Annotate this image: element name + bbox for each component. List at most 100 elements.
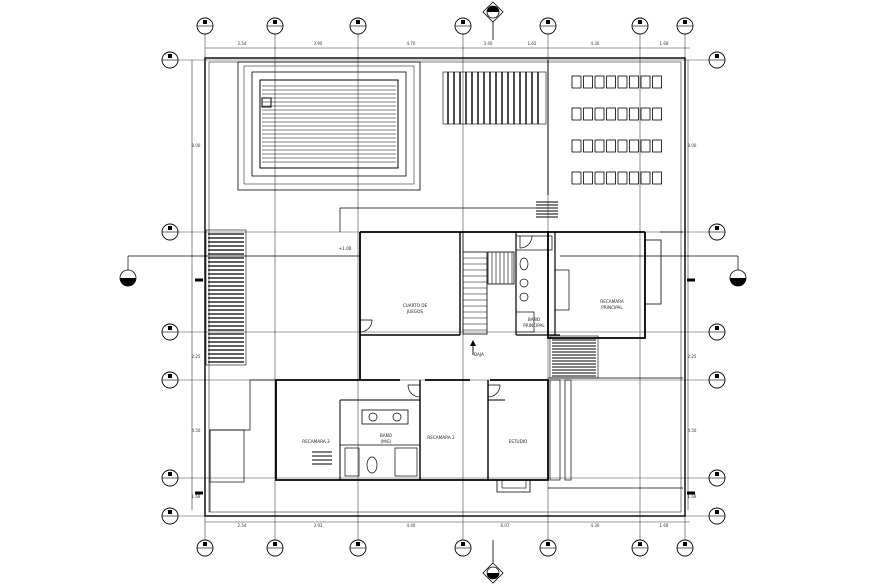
dim-bottom: 6.07 [501, 523, 510, 528]
parking-box [629, 171, 639, 185]
grid-bubble-mark [683, 542, 687, 546]
parking-box [583, 171, 593, 185]
parking-box [629, 139, 639, 153]
parking-box [617, 75, 628, 89]
grid-bubble-mark [638, 542, 642, 546]
dim-left: 1.68 [192, 494, 201, 499]
parking-box [594, 139, 605, 153]
stair-treads [463, 252, 513, 331]
parking-box [652, 139, 662, 153]
grid-bubble-mark [715, 374, 719, 378]
dim-bottom: 4.30 [591, 523, 600, 528]
grid-bubble [676, 17, 694, 35]
grid-bubble-mark [273, 542, 277, 546]
grid-bubble [676, 539, 694, 557]
dim-right: 4.50 [688, 428, 697, 433]
parking-box [594, 171, 605, 185]
parking-box [640, 171, 651, 185]
dim-right: 8.00 [688, 143, 697, 148]
dim-top: 1.68 [660, 41, 669, 46]
grid-bubble-mark [168, 510, 172, 514]
dim-top: 4.30 [591, 41, 600, 46]
grid-bubble [161, 469, 179, 487]
parking-box [652, 171, 662, 185]
dim-bottom: 1.68 [660, 523, 669, 528]
dim-right: 2.25 [688, 354, 697, 359]
dim-bottom: 2.54 [238, 523, 247, 528]
dim-top: 1.65 [528, 41, 537, 46]
parking-box [606, 75, 616, 89]
section-marker-left [119, 255, 360, 287]
grid-bubble [708, 223, 726, 241]
parking-box [629, 75, 639, 89]
dim-left: 8.00 [192, 143, 201, 148]
parking-box [640, 75, 651, 89]
grid-bubble [708, 51, 726, 69]
dimension-labels-top: 2.54 3.90 4.70 3.40 1.65 4.30 1.68 [238, 41, 669, 46]
pool [237, 61, 421, 191]
grid-bubble [349, 17, 367, 35]
grid-bubble [161, 371, 179, 389]
grid-bubble-mark [168, 226, 172, 230]
grid-bubble [161, 51, 179, 69]
grid-bubble-mark [356, 20, 360, 24]
stair-label: BAJA [474, 352, 484, 357]
grid-bubble-mark [356, 542, 360, 546]
grid-bubble [161, 507, 179, 525]
grid-bubble [708, 371, 726, 389]
room-label-bedroom-3: RECAMARA 3 [302, 439, 330, 444]
parking-box [617, 171, 628, 185]
grid-bubble-mark [546, 542, 550, 546]
grid-bubble-mark [715, 326, 719, 330]
grid-bubble [708, 469, 726, 487]
parking-box [640, 107, 651, 121]
parking-box [617, 139, 628, 153]
pergola [442, 71, 547, 125]
parking-box [606, 107, 616, 121]
site-boundary [195, 57, 695, 517]
grid-bubble-mark [683, 20, 687, 24]
grid-bubble [708, 507, 726, 525]
dim-left: 2.25 [192, 354, 201, 359]
dim-top: 2.54 [238, 41, 247, 46]
upper-stair [536, 201, 558, 218]
dim-left: 4.50 [192, 428, 201, 433]
parking-box [571, 171, 582, 185]
room-label-master-bedroom-line1: RECAMARA [600, 299, 624, 304]
grid-bubble-mark [715, 226, 719, 230]
parking-box [606, 139, 616, 153]
grid-bubble [454, 17, 472, 35]
grid-bubble-mark [168, 326, 172, 330]
grid-bubble-mark [168, 54, 172, 58]
room-label-master-bath-line2: PRINCIPAL [523, 323, 545, 328]
grid-bubble [161, 223, 179, 241]
parking-box [571, 139, 582, 153]
room-label-study: ESTUDIO [509, 439, 528, 444]
room-label-bedroom-2: RECAMARA 2 [427, 435, 455, 440]
parking-box [583, 139, 593, 153]
section-marker-bottom [482, 540, 504, 584]
grid-bubble [196, 17, 214, 35]
parking-box [594, 75, 605, 89]
stair-arrow [470, 340, 476, 355]
parking-box [606, 171, 616, 185]
grid-bubble [631, 539, 649, 557]
dim-top: 4.70 [407, 41, 416, 46]
section-marker-top [482, 1, 504, 40]
dim-top: 3.40 [484, 41, 493, 46]
grid-bubble [196, 539, 214, 557]
parking-box [652, 75, 662, 89]
level-mark: +1.00 [339, 246, 352, 251]
grid-bubble-mark [715, 54, 719, 58]
grid-bubble [539, 17, 557, 35]
grid-bubble [266, 17, 284, 35]
grid-bubble [708, 323, 726, 341]
grid-bubbles [161, 17, 726, 557]
grid-bubble-mark [168, 374, 172, 378]
dim-right: 1.68 [688, 494, 697, 499]
room-label-study-room-line1: CUARTO DE [403, 303, 428, 308]
grid-bubble-mark [715, 510, 719, 514]
room-label-shared-bath-line1: BAÑO [380, 433, 393, 438]
grid-bubble [631, 17, 649, 35]
